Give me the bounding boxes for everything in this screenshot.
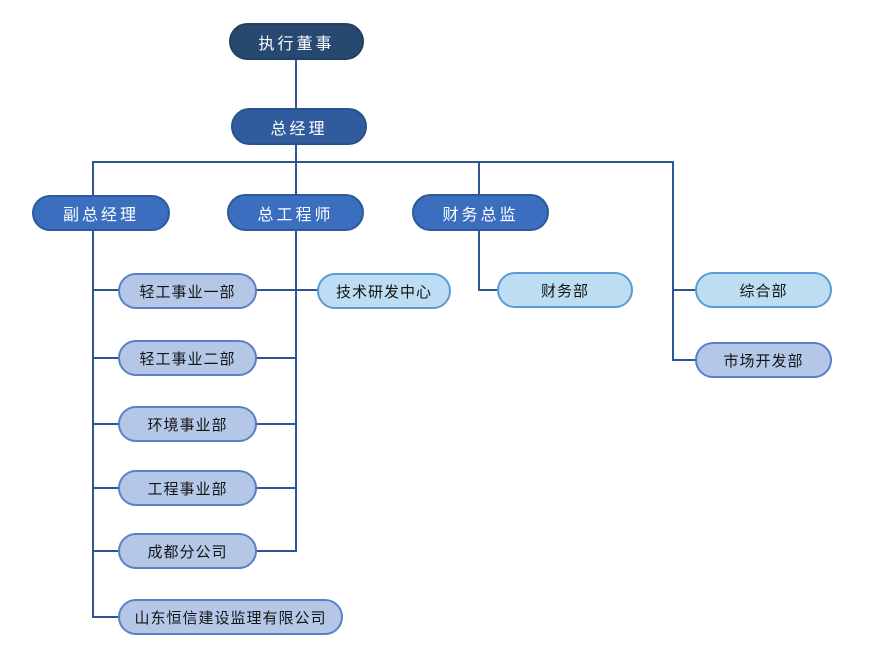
org-node-general-affairs-dept: 综合部 [695, 272, 832, 308]
org-node-label-light-industry-div-2: 轻工事业二部 [139, 350, 236, 368]
org-node-chief-engineer: 总工程师 [227, 194, 364, 231]
org-node-label-shandong-hengxin: 山东恒信建设监理有限公司 [134, 609, 327, 627]
connector-mid-vertical [295, 161, 297, 551]
org-node-general-manager: 总经理 [231, 108, 367, 145]
connector-gm-to-main [295, 145, 297, 163]
org-node-shandong-hengxin: 山东恒信建设监理有限公司 [118, 599, 343, 635]
org-node-finance-director: 财务总监 [412, 194, 549, 231]
connector-row1-finance-stub [478, 289, 499, 291]
connector-main-horizontal [92, 161, 674, 163]
org-node-engineering-div: 工程事业部 [118, 470, 257, 506]
connector-exec-to-gm [295, 60, 297, 108]
org-node-label-executive-director: 执行董事 [258, 35, 335, 53]
connector-row1-right-stub [672, 289, 697, 291]
org-node-label-market-development-dept: 市场开发部 [723, 352, 804, 370]
org-node-market-development-dept: 市场开发部 [695, 342, 832, 378]
org-node-label-chengdu-branch: 成都分公司 [147, 543, 228, 561]
org-node-label-general-manager: 总经理 [270, 120, 328, 138]
org-node-light-industry-div-2: 轻工事业二部 [118, 340, 257, 376]
org-node-label-engineering-div: 工程事业部 [147, 480, 228, 498]
org-node-chengdu-branch: 成都分公司 [118, 533, 257, 569]
connector-row6-left-stub [92, 616, 120, 618]
org-node-tech-rd-center: 技术研发中心 [317, 273, 451, 309]
org-node-environment-div: 环境事业部 [118, 406, 257, 442]
org-node-light-industry-div-1: 轻工事业一部 [118, 273, 257, 309]
org-node-label-general-affairs-dept: 综合部 [739, 282, 788, 300]
org-node-label-tech-rd-center: 技术研发中心 [335, 283, 432, 301]
connector-left-vertical [92, 161, 94, 617]
org-node-label-light-industry-div-1: 轻工事业一部 [139, 283, 236, 301]
org-node-label-deputy-general-manager: 副总经理 [62, 207, 139, 224]
org-node-deputy-general-manager: 副总经理 [32, 195, 170, 231]
org-node-executive-director: 执行董事 [229, 23, 364, 60]
org-node-label-environment-div: 环境事业部 [147, 416, 228, 434]
org-node-label-finance-dept: 财务部 [540, 282, 589, 300]
org-node-finance-dept: 财务部 [497, 272, 633, 308]
connector-right-vertical [672, 161, 674, 361]
connector-row2-right-stub [672, 359, 697, 361]
org-node-label-chief-engineer: 总工程师 [257, 206, 334, 224]
org-node-label-finance-director: 财务总监 [442, 206, 519, 224]
